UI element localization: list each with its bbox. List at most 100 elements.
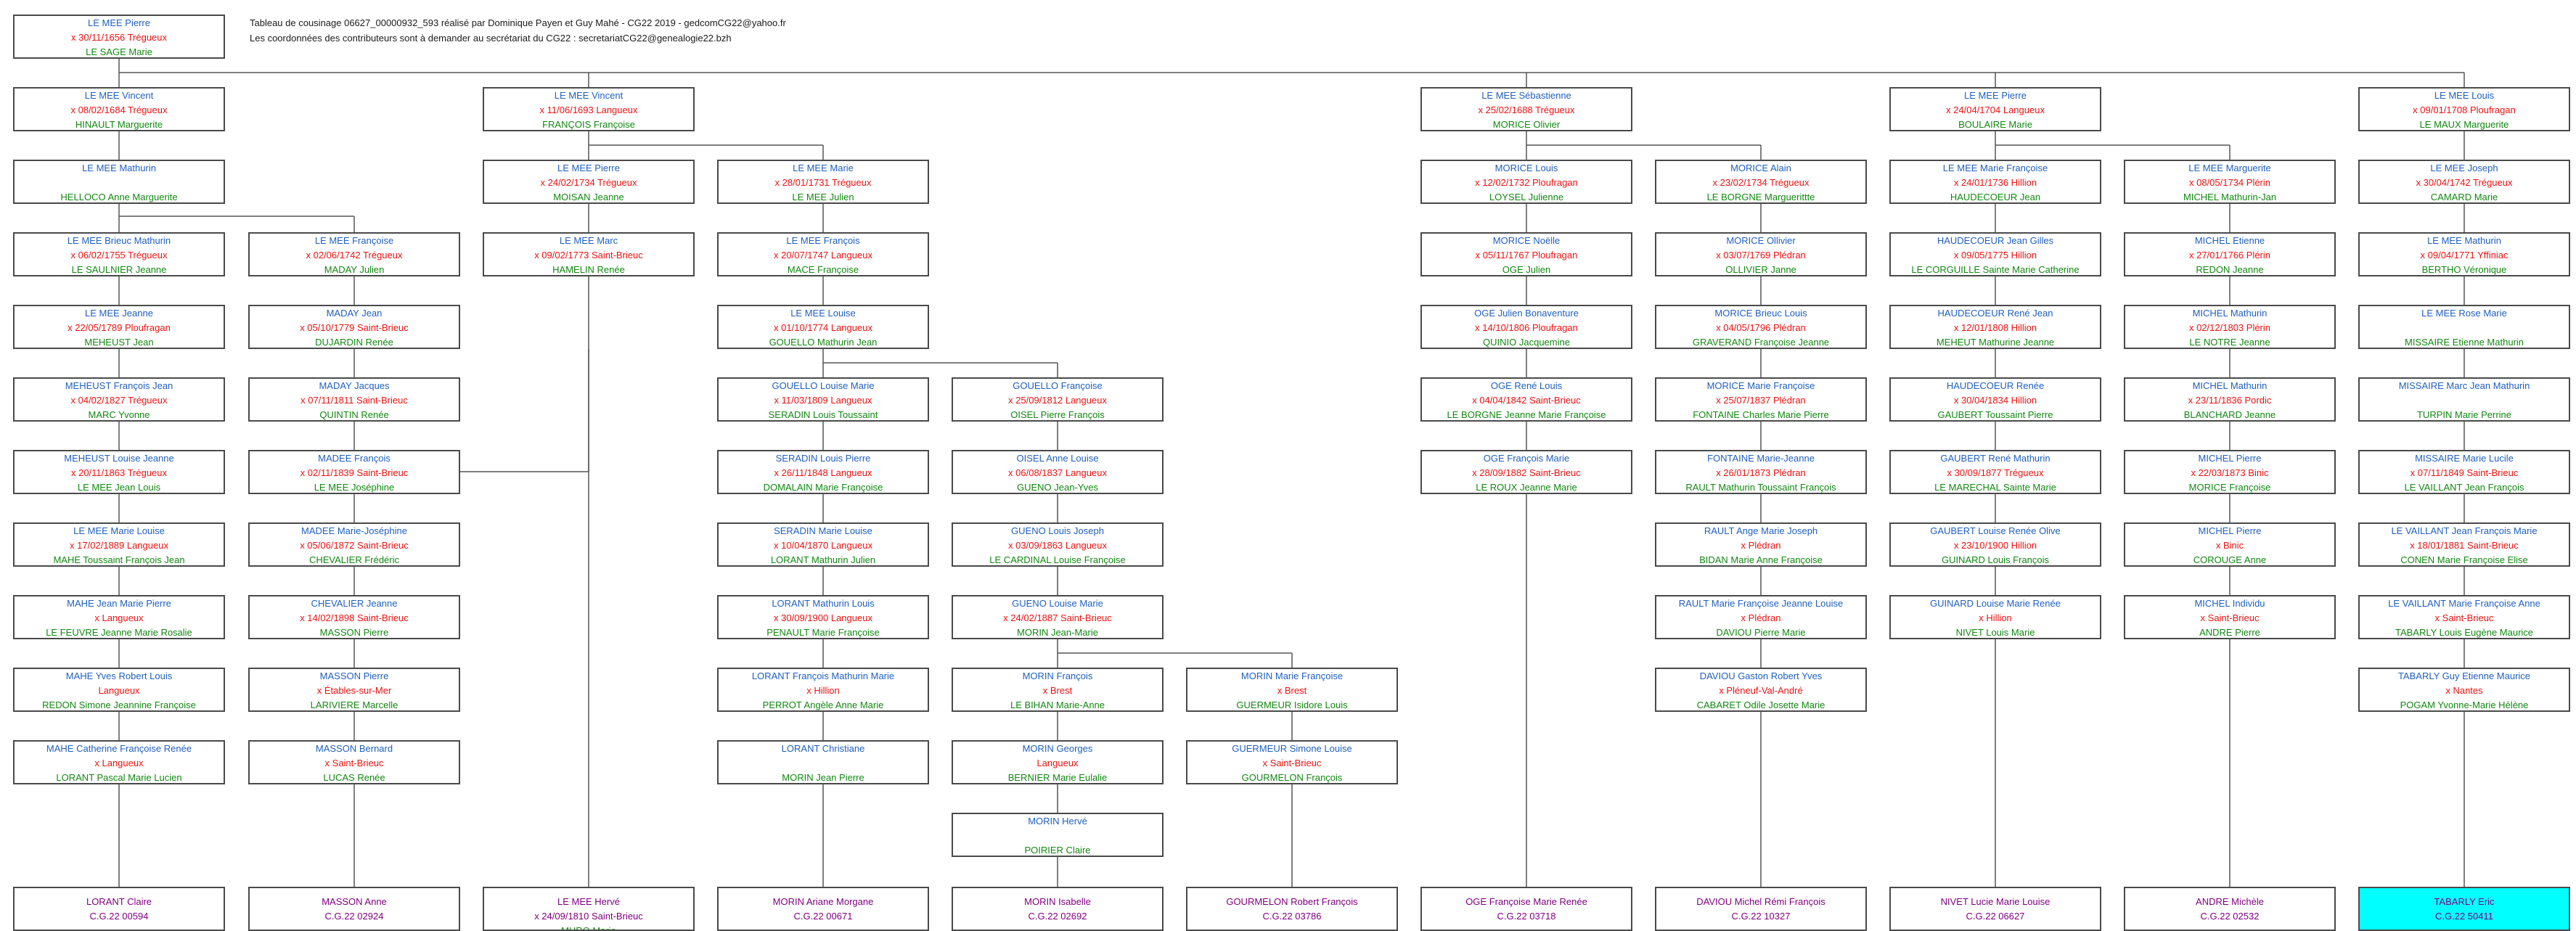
spouse-name: NIVET Louis Marie — [1955, 627, 2035, 638]
person-name: GAUBERT Louise Renée Olive — [1930, 525, 2061, 536]
person-name: RAULT Marie Françoise Jeanne Louise — [1678, 598, 1844, 609]
person-name: MAHE Jean Marie Pierre — [67, 598, 171, 609]
spouse-name: MORIN Jean-Marie — [1017, 627, 1098, 638]
marriage-info: x 01/10/1774 Langueux — [774, 322, 872, 333]
marriage-info: x 05/06/1872 Saint-Brieuc — [300, 540, 409, 551]
marriage-info: x Brest — [1277, 685, 1307, 696]
person-name: GUERMEUR Simone Louise — [1232, 743, 1352, 754]
marriage-info: x Plédran — [1741, 540, 1781, 551]
marriage-info: x 23/11/1836 Pordic — [2188, 395, 2272, 406]
